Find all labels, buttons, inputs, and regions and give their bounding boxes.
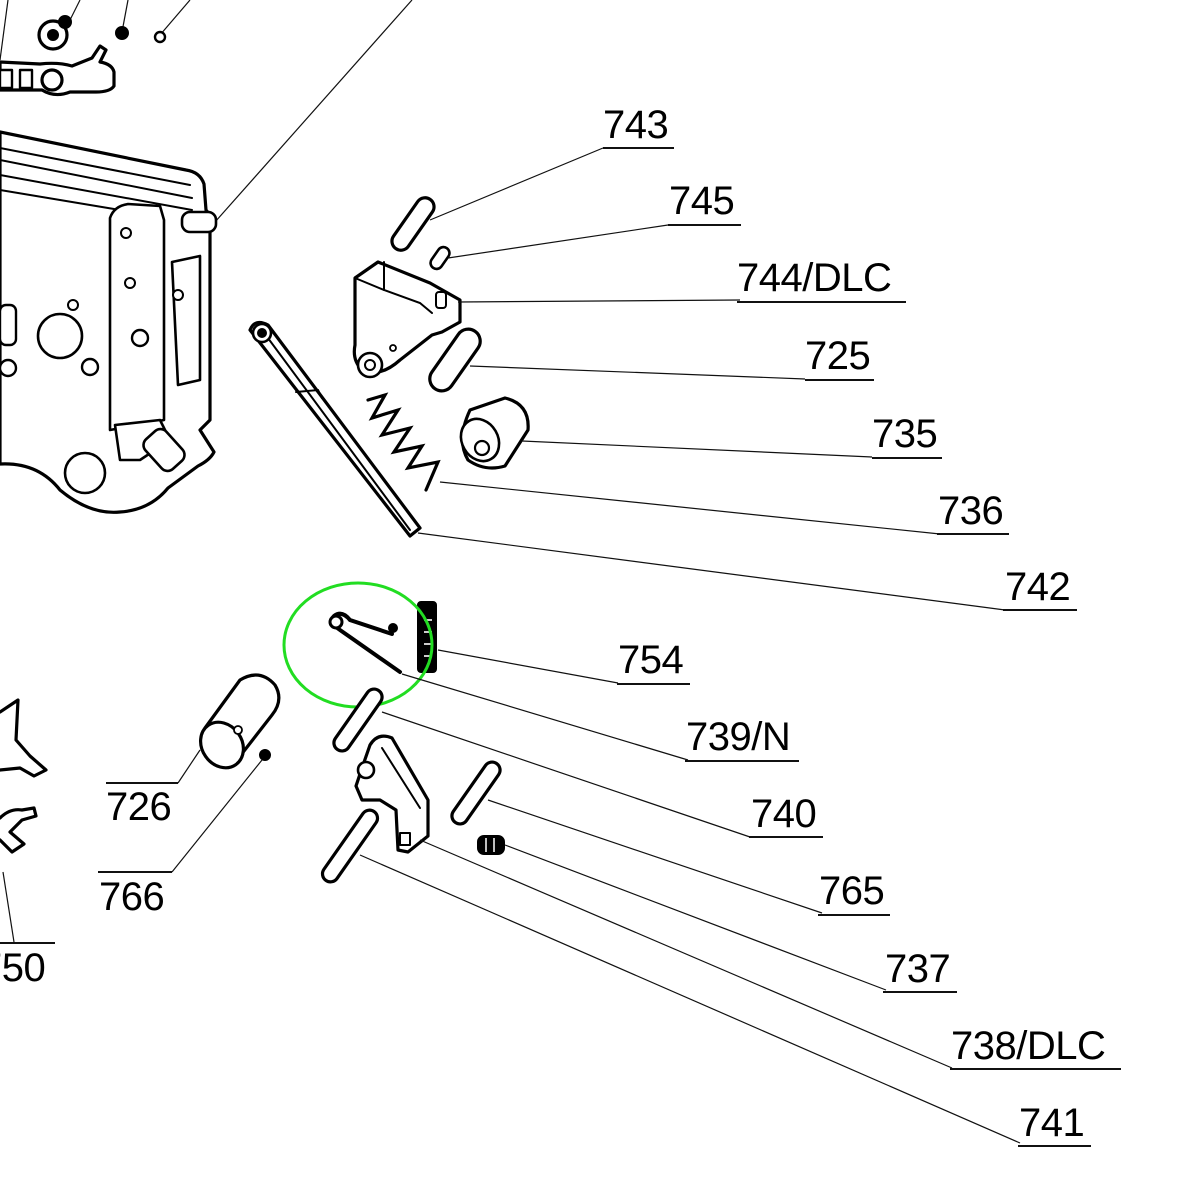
callout-739-n[interactable]: 739/N — [685, 715, 799, 762]
part-725-pin — [428, 327, 482, 393]
frame-part — [0, 0, 413, 514]
callout-744-dlc[interactable]: 744/DLC — [737, 256, 906, 303]
part-745-pin — [429, 245, 451, 271]
part-744-block — [352, 260, 462, 379]
callout-label-744-dlc: 744/DLC — [737, 256, 891, 300]
part-765-pin — [450, 760, 502, 826]
callout-label-725: 725 — [805, 334, 870, 378]
callout-label-735: 735 — [872, 412, 937, 456]
part-742-rod — [248, 320, 422, 538]
callout-label-736: 736 — [938, 489, 1003, 533]
callout-726[interactable]: 726 — [106, 782, 178, 829]
part-740-pin — [332, 687, 384, 753]
callouts: 743 745 744/DLC 725 735 736 742 754 — [0, 103, 1121, 1147]
callout-745[interactable]: 745 — [668, 179, 741, 226]
part-736-spring — [366, 392, 441, 492]
screw-part — [37, 15, 72, 51]
part-726-cylinder — [199, 673, 281, 770]
callout-label-739-n: 739/N — [686, 715, 790, 759]
top-left-parts — [0, 0, 191, 97]
callout-738-dlc[interactable]: 738/DLC — [950, 1024, 1121, 1070]
callout-label-737: 737 — [885, 947, 950, 991]
part-743-pin — [390, 196, 436, 252]
callout-label-750: 750 — [0, 946, 45, 990]
leader-lines — [171, 147, 1021, 1144]
callout-label-726: 726 — [106, 785, 171, 829]
callout-label-743: 743 — [603, 103, 668, 147]
small-washer-part — [153, 30, 167, 44]
callout-label-745: 745 — [669, 179, 734, 223]
callout-label-738-dlc: 738/DLC — [951, 1024, 1105, 1068]
callout-label-741: 741 — [1019, 1101, 1084, 1145]
part-735-cylinder — [459, 396, 530, 470]
callout-740[interactable]: 740 — [749, 792, 823, 838]
callout-741[interactable]: 741 — [1018, 1101, 1091, 1147]
part-737-setscrew — [477, 835, 505, 855]
callout-742[interactable]: 742 — [1003, 565, 1077, 611]
callout-label-740: 740 — [751, 792, 816, 836]
part-750-partial — [0, 698, 48, 943]
callout-736[interactable]: 736 — [937, 489, 1009, 535]
callout-label-754: 754 — [618, 638, 683, 682]
part-741-pin — [320, 808, 380, 884]
part-739-spring — [328, 611, 402, 674]
small-nut-part — [115, 26, 129, 40]
callout-754[interactable]: 754 — [617, 638, 690, 685]
callout-label-742: 742 — [1005, 565, 1070, 609]
callout-766[interactable]: 766 — [98, 871, 172, 919]
callout-750[interactable]: 750 — [0, 942, 55, 990]
part-766-ball — [259, 749, 271, 761]
callout-label-766: 766 — [99, 875, 164, 919]
callout-725[interactable]: 725 — [805, 334, 874, 381]
part-738-trigger — [354, 734, 430, 854]
callout-737[interactable]: 737 — [883, 947, 957, 993]
callout-765[interactable]: 765 — [818, 869, 890, 916]
callout-label-765: 765 — [819, 869, 884, 913]
callout-743[interactable]: 743 — [603, 103, 674, 149]
callout-735[interactable]: 735 — [872, 412, 942, 459]
